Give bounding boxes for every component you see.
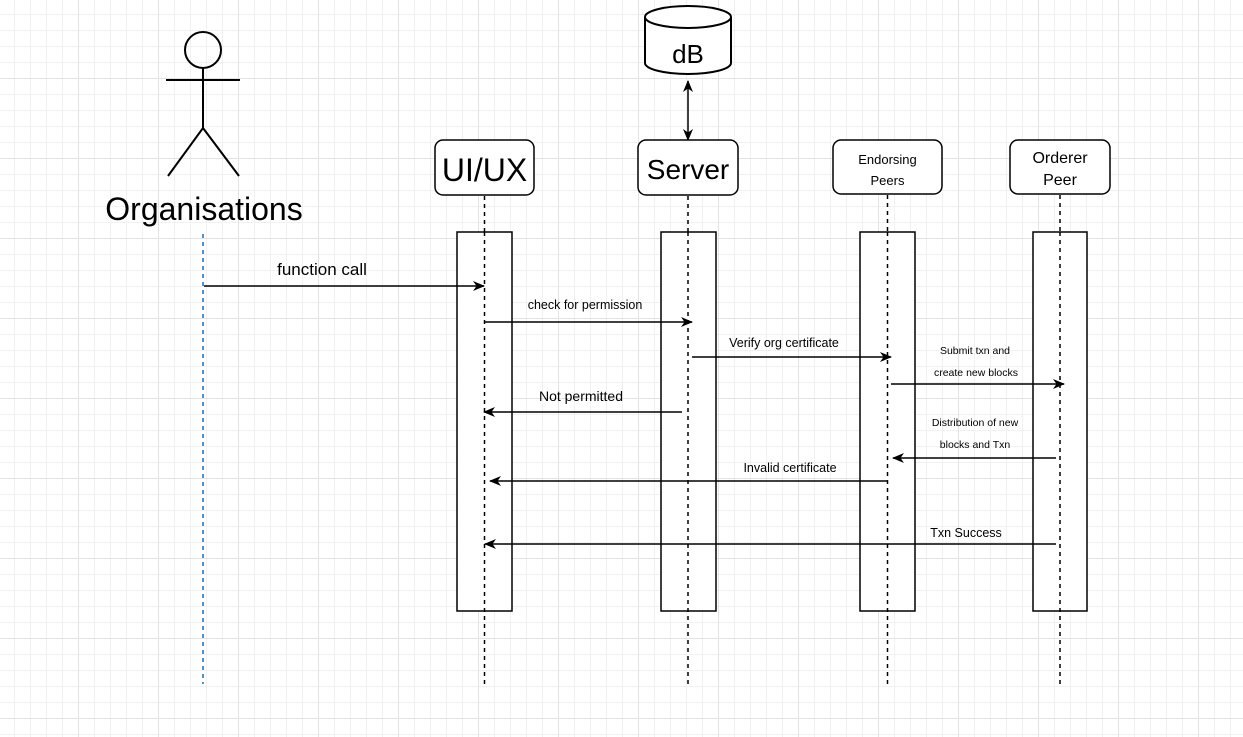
stick-figure-icon <box>166 31 240 177</box>
database: dB <box>643 5 732 75</box>
participant-orderer-peer: Orderer Peer <box>1009 139 1111 195</box>
message-check-permission: check for permission <box>484 298 693 327</box>
database-icon <box>643 5 732 75</box>
message-label: Distribution of new <box>932 417 1019 429</box>
message-not-permitted: Not permitted <box>483 388 682 417</box>
participant-box <box>832 139 943 195</box>
actor-organisations: Organisations <box>105 31 303 227</box>
participant-label: Peer <box>1043 172 1077 189</box>
participant-endorsing-peers: Endorsing Peers <box>832 139 943 195</box>
message-distribution: Distribution of new blocks and Txn <box>892 417 1056 463</box>
message-label: Not permitted <box>539 388 623 404</box>
message-function-call: function call <box>204 260 485 291</box>
participant-label: Server <box>647 154 729 185</box>
participant-box <box>1009 139 1111 195</box>
message-label: Submit txn and <box>940 345 1010 357</box>
message-label: Invalid certificate <box>743 461 836 475</box>
participant-ui: UI/UX <box>434 139 535 196</box>
message-label: check for permission <box>528 298 643 312</box>
actor-label: Organisations <box>105 191 302 227</box>
participant-label: Orderer <box>1032 150 1088 167</box>
message-txn-success: Txn Success <box>484 526 1056 549</box>
message-submit-txn: Submit txn and create new blocks <box>891 345 1065 389</box>
participant-label: UI/UX <box>442 152 527 188</box>
participant-box <box>434 139 535 196</box>
message-invalid-certificate: Invalid certificate <box>489 461 887 486</box>
participant-label: Peers <box>871 173 905 188</box>
message-label: Txn Success <box>930 526 1002 540</box>
participant-label: Endorsing <box>858 152 917 167</box>
message-label: create new blocks <box>934 367 1018 379</box>
message-label: function call <box>277 260 367 279</box>
message-verify-org-certificate: Verify org certificate <box>692 336 892 362</box>
message-label: blocks and Txn <box>940 439 1011 451</box>
participant-server: Server <box>637 139 739 196</box>
database-label: dB <box>672 39 704 69</box>
message-label: Verify org certificate <box>729 336 839 350</box>
participant-box <box>637 139 739 196</box>
